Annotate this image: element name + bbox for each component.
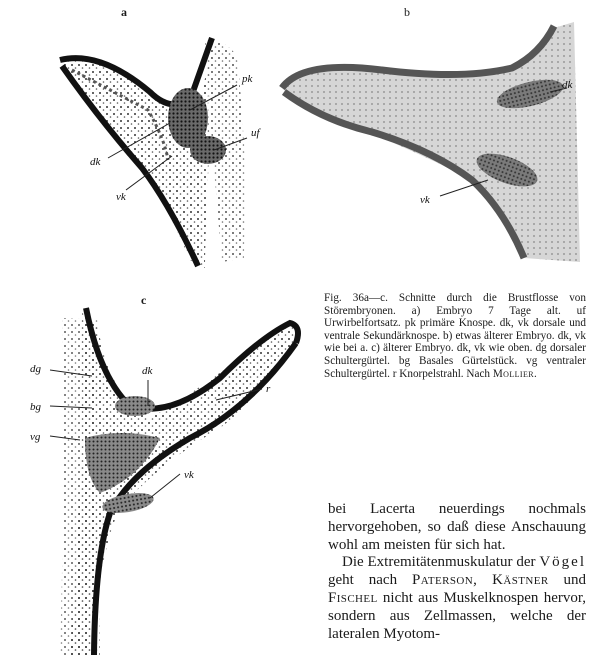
body-text: bei Lacerta neuerdings nochmals hervorge… — [328, 501, 586, 643]
label-c-vg: vg — [30, 431, 41, 443]
author-paterson: Paterson, — [412, 572, 477, 588]
caption-text: Fig. 36a—c. Schnitte durch die Brustflos… — [324, 292, 586, 380]
paragraph-2: Die Extremitätenmuskulatur der Vögel geh… — [328, 554, 586, 643]
figure-caption: Fig. 36a—c. Schnitte durch die Brustflos… — [324, 292, 586, 380]
label-c-r: r — [266, 383, 271, 395]
figure-a: a pk uf dk vk — [0, 0, 290, 290]
label-a-uf: uf — [251, 127, 262, 139]
figure-a-drawing: pk uf dk vk — [0, 0, 290, 290]
label-a-dk: dk — [90, 156, 102, 168]
figure-c: c dk dg bg vg r vk — [0, 288, 320, 655]
caption-author: Mollier. — [493, 368, 537, 380]
figure-b: b dk vk — [262, 0, 597, 270]
paragraph-2-start: Die Extremitätenmuskulatur der — [342, 554, 535, 570]
figure-b-drawing: dk vk — [262, 0, 597, 270]
label-c-bg: bg — [30, 401, 42, 413]
author-fischel: Fischel — [328, 590, 378, 606]
paragraph-1: bei Lacerta neuerdings nochmals hervorge… — [328, 501, 586, 554]
label-c-vk: vk — [184, 469, 195, 481]
label-c-dk: dk — [142, 365, 154, 377]
label-a-vk: vk — [116, 191, 127, 203]
author-kaestner: Kästner — [492, 572, 548, 588]
label-b-dk: dk — [562, 79, 574, 91]
label-c-dg: dg — [30, 363, 42, 375]
label-a-pk: pk — [241, 73, 254, 85]
paragraph-2-voegel: Vögel — [539, 554, 586, 570]
paragraph-2-geht: geht nach — [328, 572, 397, 588]
label-b-vk: vk — [420, 194, 431, 206]
figure-c-drawing: dk dg bg vg r vk — [0, 288, 320, 655]
paragraph-2-und: und — [564, 572, 587, 588]
